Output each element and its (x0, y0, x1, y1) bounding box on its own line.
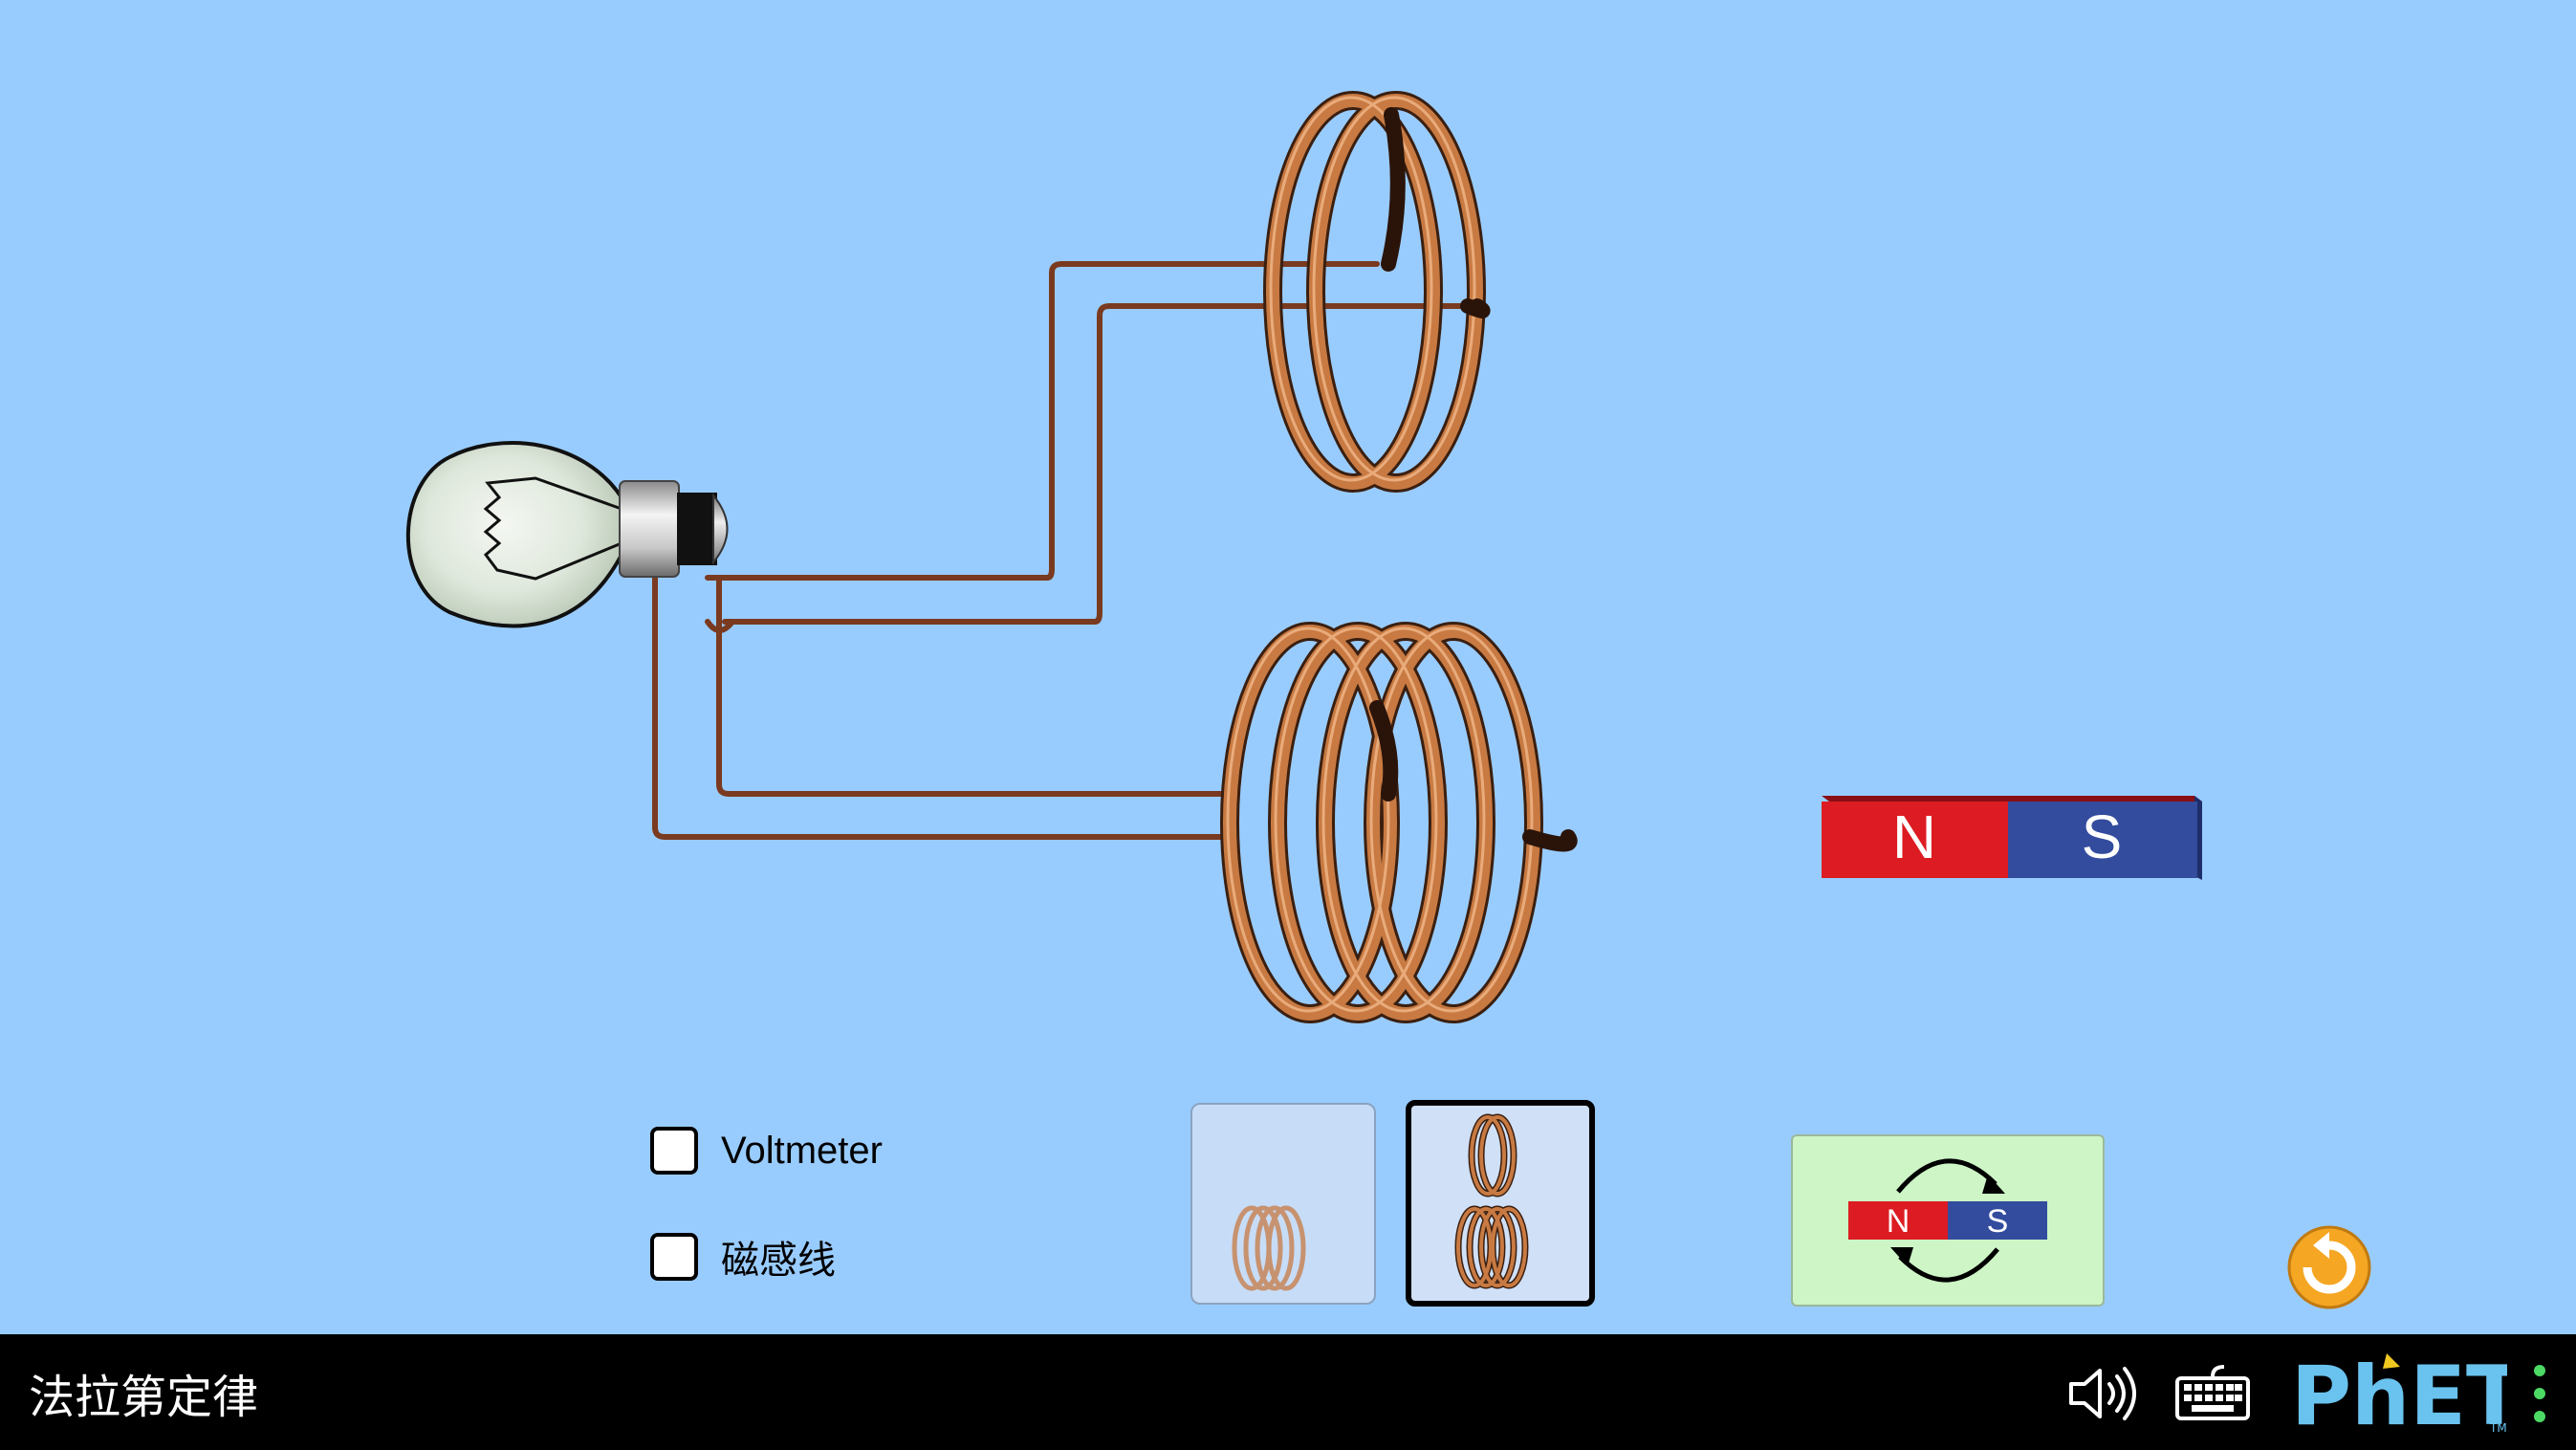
coil-multi (1220, 622, 1578, 1023)
wire-bottom-coil-b (652, 575, 1236, 840)
magnet-south-pole (2008, 802, 2197, 878)
keyboard-icon[interactable] (2174, 1365, 2251, 1422)
magnet-north-pole (1822, 802, 2008, 878)
circuit-drawing: N S (405, 91, 2202, 1023)
reset-all-button[interactable] (2286, 1224, 2372, 1310)
wire-top-coil-b (722, 303, 1466, 625)
field-lines-label: 磁感线 (721, 1240, 836, 1282)
coil-single (1263, 91, 1491, 493)
bar-magnet[interactable]: N S (1822, 796, 2202, 880)
phet-logo-graphic: PhET TM (2291, 1349, 2522, 1444)
flip-magnet-graphic: N S (1848, 1158, 2047, 1283)
voltmeter-checkbox-box[interactable] (650, 1127, 698, 1175)
rotate-arrow-top-icon (1896, 1158, 1997, 1194)
light-bulb (405, 441, 729, 628)
voltmeter-checkbox[interactable]: Voltmeter (650, 1122, 883, 1179)
wire-bottom-coil-a (716, 575, 1236, 797)
rotate-arrow-bottom-icon (1898, 1247, 1999, 1283)
wire-top-coil-a (705, 261, 1380, 581)
one-coil-button[interactable] (1190, 1103, 1376, 1305)
wire-hop (705, 619, 735, 633)
voltmeter-label: Voltmeter (721, 1129, 883, 1172)
play-area: N S (405, 91, 2202, 1023)
sim-title: 法拉第定律 (29, 1371, 259, 1424)
sound-icon[interactable] (2065, 1363, 2142, 1424)
wire-set (652, 261, 1466, 840)
reset-icon (2287, 1225, 2371, 1309)
field-lines-checkbox-box[interactable] (650, 1233, 698, 1281)
kebab-menu-icon (2534, 1365, 2545, 1422)
two-coils-icon (1454, 1113, 1529, 1289)
flip-north-label: N (1887, 1203, 1910, 1240)
magnet-north-label: N (1892, 802, 1936, 871)
flip-south-label: S (1987, 1203, 2009, 1240)
menu-icon[interactable] (2530, 1363, 2549, 1424)
phet-logo[interactable]: PhET TM (2287, 1348, 2522, 1444)
two-coils-button[interactable] (1406, 1100, 1595, 1307)
flip-magnet-button[interactable]: N S (1791, 1134, 2105, 1307)
field-lines-checkbox[interactable]: 磁感线 (650, 1228, 836, 1285)
phet-brand-text: PhET (2291, 1349, 2507, 1436)
navigation-bar: 法拉第定律 PhET TM (0, 1334, 2576, 1450)
one-coil-icon (1232, 1205, 1306, 1291)
svg-text:TM: TM (2489, 1421, 2507, 1435)
magnet-south-label: S (2082, 802, 2123, 871)
